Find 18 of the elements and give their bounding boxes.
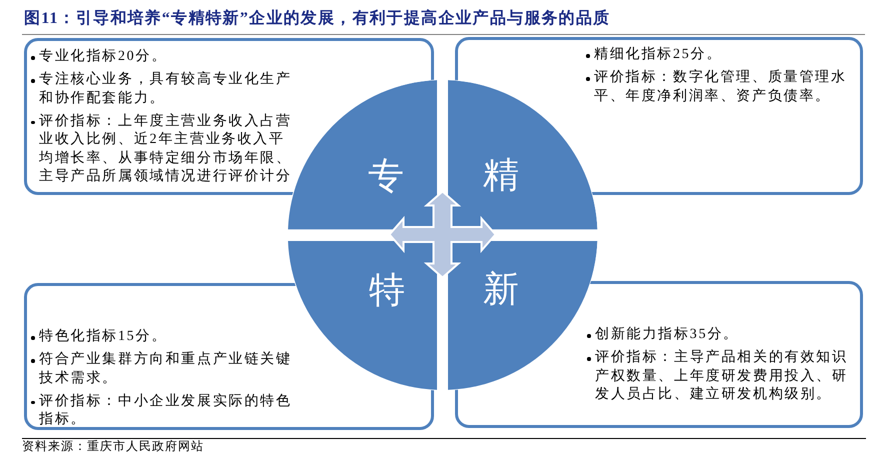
bullet-text: 专注核心业务，具有较高专业化生产和协作配套能力。 xyxy=(30,71,293,108)
bullet-text: 评价指标：中小企业发展实际的特色指标。 xyxy=(30,392,293,430)
quadrant-label: 精 xyxy=(482,154,520,195)
bullet-text: 评价指标：数字化管理、质量管理水平、年度净利润率、资产负债率。 xyxy=(585,69,853,106)
quadrant-label: 新 xyxy=(482,269,520,309)
quadrant-label: 特 xyxy=(368,270,406,310)
bullet-text: 特色化指标15分。 xyxy=(30,328,293,346)
quarter-circle-segment xyxy=(288,80,437,230)
figure-title: 图11：引导和培养“专精特新”企业的发展，有利于提高企业产品与服务的品质 xyxy=(24,9,610,29)
bullet-text: 精细化指标25分。 xyxy=(585,46,853,64)
bullet-text: 专业化指标20分。 xyxy=(30,48,293,66)
bullet-text: 创新能力指标35分。 xyxy=(586,326,854,344)
bullet-text: 评价指标：主导产品相关的有效知识产权数量、上年度研发费用投入、研发人员占比、建立研发机构级别。 xyxy=(586,349,854,404)
bullet-text: 评价指标：上年度主营业务收入占营业收入比例、近2年主营业务收入平均增长率、从事特定细分市场年限、主导产品所属领域情况进行评价计分 xyxy=(30,112,293,186)
quadrant-label: 专 xyxy=(366,156,405,196)
quarter-circle-segment xyxy=(288,240,437,390)
source-note: 资料来源：重庆市人民政府网站 xyxy=(22,440,204,453)
bullet-text: 符合产业集群方向和重点产业链关键技术需求。 xyxy=(30,351,293,388)
